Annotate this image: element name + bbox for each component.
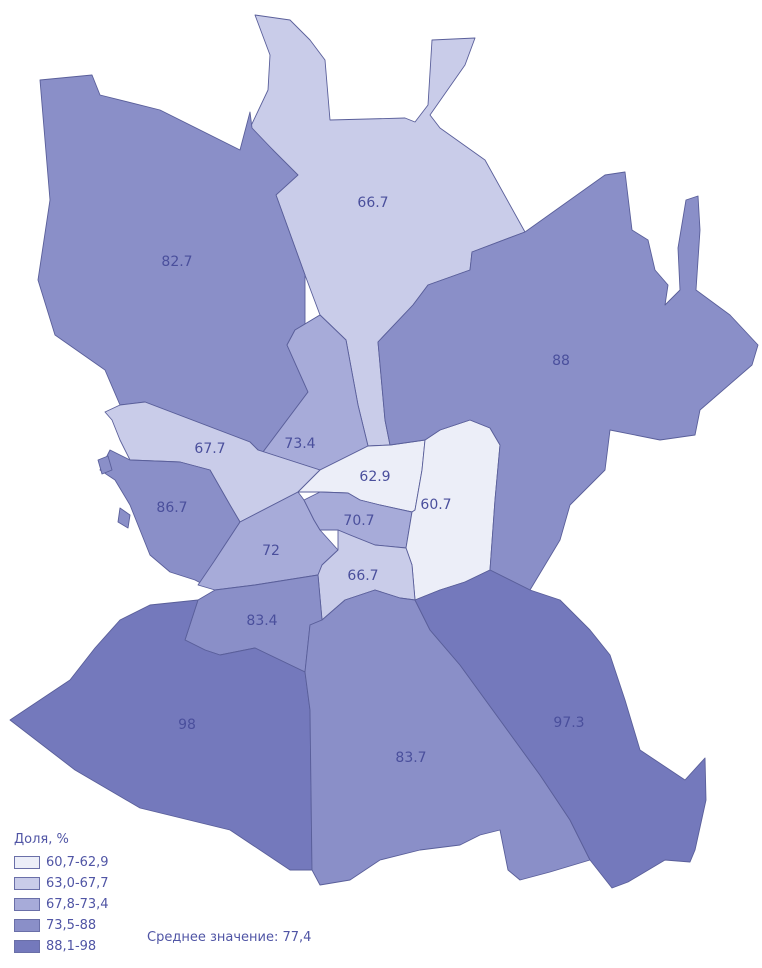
legend-item: 88,1-98: [14, 936, 109, 957]
region-value-label: 82.7: [161, 254, 192, 270]
region-value-label: 86.7: [156, 500, 187, 516]
legend-label: 63,0-67,7: [46, 876, 109, 891]
legend-title: Доля, %: [14, 832, 69, 847]
region-west-islet[interactable]: [117, 507, 131, 529]
region-value-label: 88: [552, 353, 570, 369]
region-value-label: 62.9: [359, 469, 390, 485]
legend-item: 63,0-67,7: [14, 873, 109, 894]
region-value-label: 97.3: [553, 715, 584, 731]
legend-label: 60,7-62,9: [46, 855, 109, 870]
region-value-label: 83.4: [246, 613, 277, 629]
legend-swatch: [14, 919, 40, 932]
region-value-label: 98: [178, 717, 196, 733]
region-west-island[interactable]: [97, 455, 113, 475]
region-value-label: 60.7: [420, 497, 451, 513]
region-southwest[interactable]: [9, 599, 313, 871]
legend-swatch: [14, 898, 40, 911]
legend-label: 73,5-88: [46, 918, 97, 933]
legend-label: 67,8-73,4: [46, 897, 109, 912]
legend-swatch: [14, 856, 40, 869]
region-value-label: 66.7: [357, 195, 388, 211]
region-value-label: 67.7: [194, 441, 225, 457]
legend-item: 67,8-73,4: [14, 894, 109, 915]
region-value-label: 66.7: [347, 568, 378, 584]
region-value-label: 73.4: [284, 436, 315, 452]
region-west[interactable]: [99, 449, 241, 589]
region-east[interactable]: [377, 171, 759, 591]
region-southeast[interactable]: [414, 569, 707, 889]
legend-swatch: [14, 940, 40, 953]
legend-item: 73,5-88: [14, 915, 109, 936]
mean-value: Среднее значение: 77,4: [147, 930, 312, 945]
region-value-label: 70.7: [343, 513, 374, 529]
legend-label: 88,1-98: [46, 939, 97, 954]
legend-item: 60,7-62,9: [14, 852, 109, 873]
region-value-label: 72: [262, 543, 280, 559]
legend-swatch: [14, 877, 40, 890]
legend: Доля, % 60,7-62,9 63,0-67,7 67,8-73,4 73…: [14, 832, 109, 957]
region-value-label: 83.7: [395, 750, 426, 766]
